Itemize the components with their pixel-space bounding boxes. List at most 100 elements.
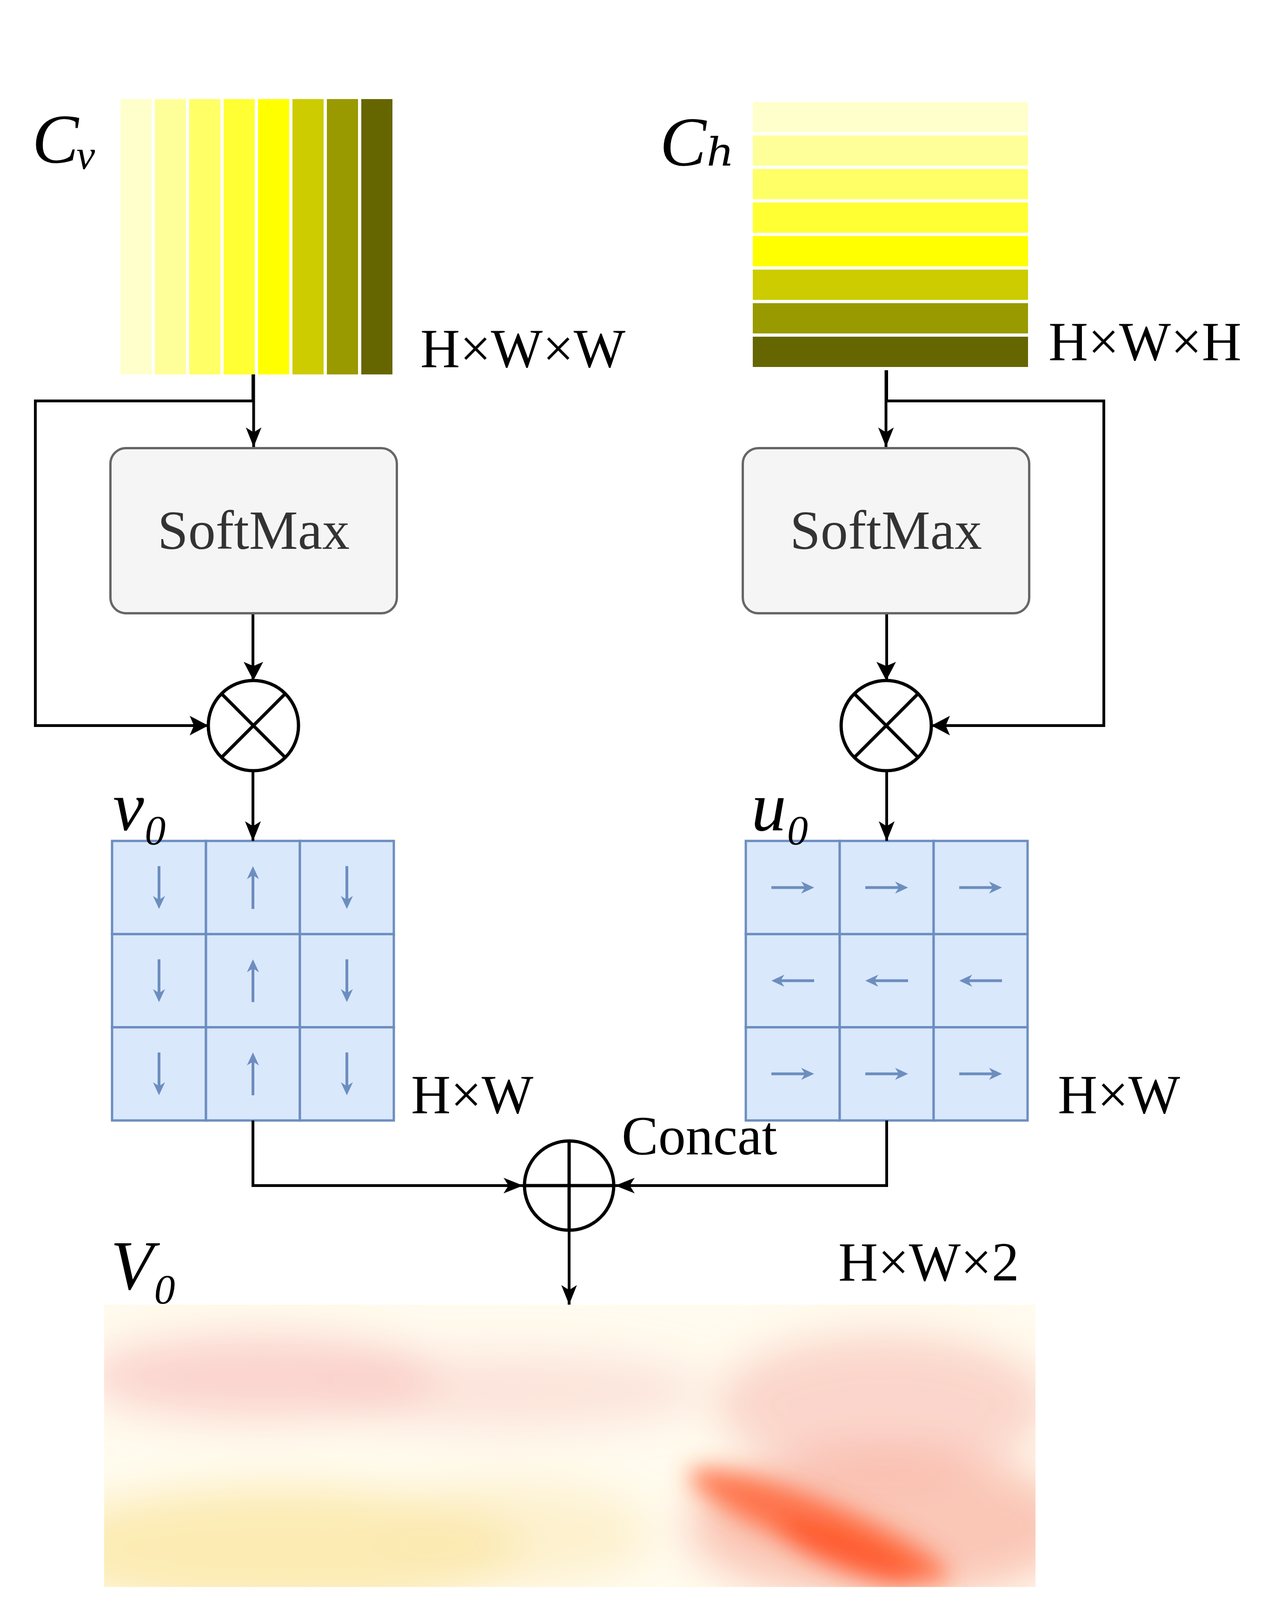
flow-arrow [251,1056,255,1095]
flow-arrow [771,885,810,889]
vertical-stripes [120,99,393,375]
node-heading: v₀ [112,766,169,847]
grid-cell [839,840,934,934]
flow-arrow [157,959,161,998]
stripe [752,269,1029,300]
node-heading: V₀ [110,1225,178,1306]
grid-cell [745,840,840,934]
flow-arrow [865,885,904,889]
stripe [326,99,359,375]
stripe [292,99,324,375]
stripe [120,99,152,375]
stripe [752,303,1029,334]
box-label: SoftMax [157,498,350,563]
stripe [752,236,1029,267]
flow-arrow-head [771,974,785,987]
flow-arrow [345,959,349,998]
flow-arrow [869,979,909,983]
stripe [752,202,1029,233]
flow-arrow [345,865,349,904]
stripe [189,99,221,375]
flow-arrow-head [246,959,259,973]
connector-arrow [567,1231,571,1305]
flow-arrow-head [340,988,353,1002]
node-heading: Cᵥ [32,99,99,180]
flow-arrow-head [801,1067,815,1080]
stripe [361,99,393,375]
grid-cell [299,840,394,934]
flow-arrow [959,1072,998,1075]
flow-grid [112,840,394,1121]
grid-cell [112,1027,206,1121]
flow-arrow-head [895,881,909,894]
flow-arrow-head [988,1067,1002,1080]
flow-arrow-head [801,881,815,894]
flow-arrow-head [152,1081,166,1095]
connector-arrow [252,1120,524,1186]
process-box: SoftMax [741,446,1031,615]
box-label: SoftMax [789,498,983,563]
heatmap-image [104,1304,1036,1587]
grid-cell [299,1027,394,1121]
tensor-block: Cᵥ [120,99,396,375]
flow-arrow [157,1052,161,1091]
process-box: SoftMax [109,446,399,615]
grid-cell [839,933,934,1027]
flow-arrow [251,870,255,909]
grid-cell [745,933,840,1027]
arrow-head [189,661,950,736]
grid-cell [933,840,1028,934]
flow-arrow [963,979,1002,983]
stripe [752,101,1029,133]
flow-arrow [776,979,815,983]
multiply-symbol [208,680,299,771]
flow-arrow-head [340,895,353,909]
stripe [258,99,290,375]
dimension-label: H×W×2 [838,1230,1020,1294]
horizontal-stripes [752,101,1029,367]
grid-cell [205,933,300,1027]
stripe [752,135,1029,166]
node-heading: Concat [621,1104,777,1168]
grid-cell [933,933,1028,1027]
stripe [752,168,1029,200]
flow-arrow [865,1072,904,1075]
flow-grid: u₀ [745,840,1028,1121]
flow-arrow-head [988,881,1002,894]
heatmap-block: V₀ [104,1304,1036,1587]
flow-arrow-head [246,1052,259,1066]
flow-arrow [251,963,255,1002]
concat-symbol: Concat [523,1139,616,1232]
grid-cell [112,933,206,1027]
flow-arrow [771,1072,810,1075]
flow-arrow-head [246,865,259,879]
flow-arrow [345,1052,349,1091]
concat-circle [523,1139,616,1232]
flow-arrow-head [865,974,879,987]
flow-arrow-head [895,1067,909,1080]
stripe [223,99,255,375]
dimension-label: H×W×W [420,317,626,381]
dimension-label: H×W [1057,1062,1181,1127]
node-heading: Cₕ [659,101,737,183]
stripe [154,99,186,375]
flow-arrow [157,865,161,904]
grid-cell [205,1027,300,1121]
flow-arrow-head [959,974,973,987]
tensor-block: Cₕ [752,101,1029,371]
flow-arrow-head [152,895,166,909]
flow-arrow-head [340,1081,353,1095]
dimension-label: H×W [411,1062,534,1127]
grid-cell [933,1027,1028,1121]
grid-cell [299,933,394,1027]
grid-cell [839,1027,934,1121]
multiply-symbol [841,680,932,771]
node-heading: u₀ [751,766,811,847]
flow-arrow-head [152,988,166,1002]
flow-arrow [959,885,998,889]
grid-cell [205,840,300,934]
